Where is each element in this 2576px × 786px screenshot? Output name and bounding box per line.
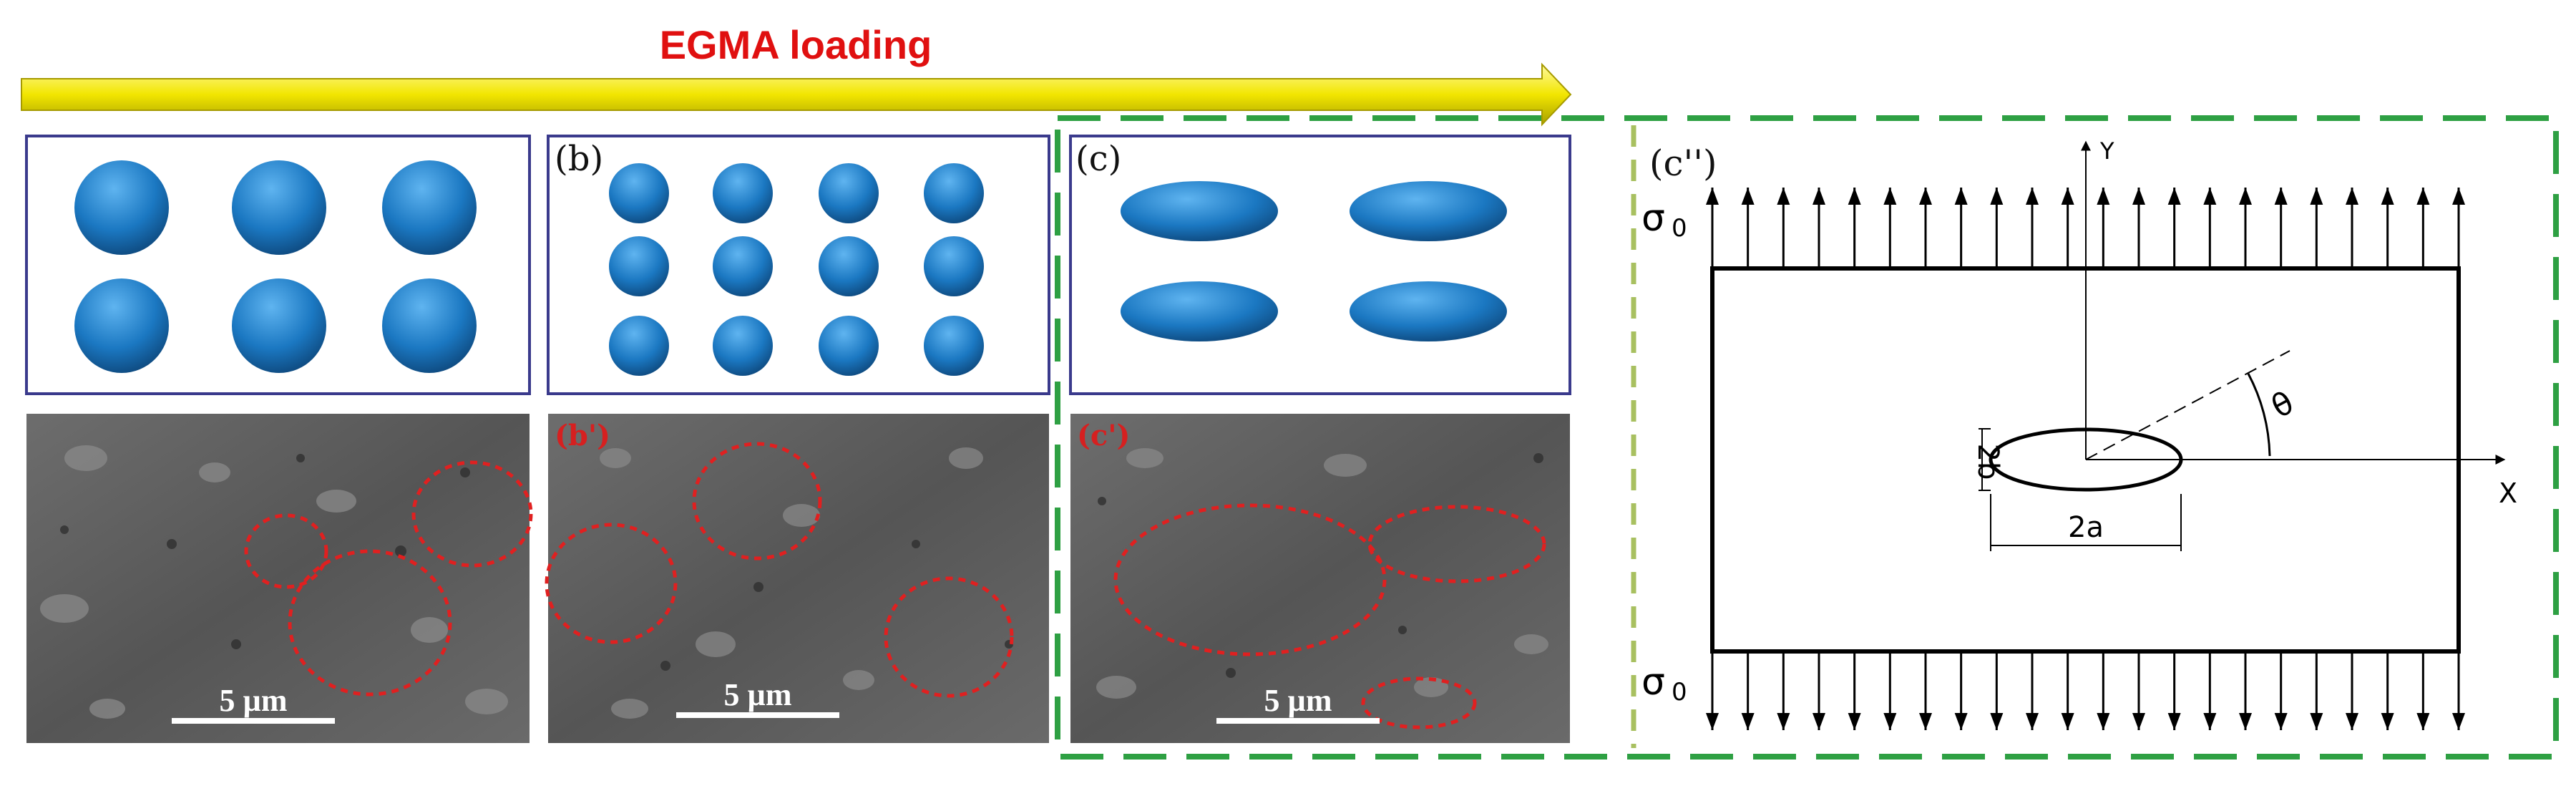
stress-arrow-down — [2310, 651, 2323, 730]
stress-arrow-down — [2381, 651, 2394, 730]
stress-arrow-down — [2452, 651, 2465, 730]
scale-bar-b-label: 5 µm — [723, 677, 791, 712]
stress-arrow-up — [1990, 188, 2004, 268]
y-axis-label: Y — [2099, 137, 2114, 165]
sigma-bottom-subscript: 0 — [1672, 678, 1687, 707]
stress-arrow-down — [2203, 651, 2217, 730]
panel-b-prime-label: (b') — [555, 419, 610, 452]
stress-arrow-up — [2167, 188, 2181, 268]
sem-image-c — [1070, 414, 1570, 743]
stress-arrow-up — [2061, 188, 2074, 268]
sem-a-circle-1 — [244, 513, 328, 589]
minor-axis-label: 2b — [1971, 444, 2004, 480]
scale-bar-a-label: 5 µm — [219, 683, 287, 718]
stress-arrow-down — [1741, 651, 1755, 730]
egma-loading-arrow — [21, 62, 1572, 127]
stress-arrow-up — [2310, 188, 2323, 268]
stress-arrow-up — [1848, 188, 1861, 268]
stress-arrow-up — [1954, 188, 1968, 268]
sigma-bottom: σ — [1641, 661, 1665, 704]
stress-diagram — [1706, 140, 2506, 730]
stress-arrow-up — [2132, 188, 2145, 268]
stress-arrow-down — [1848, 651, 1861, 730]
sem-b-circle-3 — [884, 576, 1014, 698]
scale-bar-b — [676, 712, 839, 718]
stress-arrow-down — [1706, 651, 1719, 730]
stress-arrow-up — [2239, 188, 2252, 268]
panel-b-label: (b) — [555, 139, 603, 179]
panel-c-prime-label: (c') — [1077, 419, 1130, 452]
stress-arrow-down — [2132, 651, 2145, 730]
stress-arrow-down — [2061, 651, 2074, 730]
stress-arrow-up — [2274, 188, 2288, 268]
stress-arrow-down — [2239, 651, 2252, 730]
stress-arrow-up — [2097, 188, 2110, 268]
stress-arrow-down — [1919, 651, 1932, 730]
stress-arrow-up — [1813, 188, 1825, 268]
stress-arrow-down — [2167, 651, 2181, 730]
panel-c-schematic — [1069, 135, 1571, 395]
scale-bar-c-label: 5 µm — [1264, 683, 1332, 718]
particles-large — [74, 160, 477, 373]
stress-arrow-up — [2452, 188, 2465, 268]
stress-arrow-up — [1777, 188, 1790, 268]
elliptical-inclusion — [1989, 427, 2183, 492]
sem-b-circle-1 — [692, 442, 822, 561]
sem-a-circle-3 — [411, 460, 533, 568]
stress-arrow-down — [1954, 651, 1968, 730]
sigma-top-subscript: 0 — [1672, 214, 1687, 243]
x-axis-label: X — [2499, 477, 2517, 509]
stress-arrow-down — [2416, 651, 2430, 730]
stress-arrow-down — [2097, 651, 2110, 730]
theta-dash-line — [2085, 350, 2290, 460]
stress-arrow-down — [1777, 651, 1790, 730]
stress-arrow-down — [2274, 651, 2288, 730]
stress-arrow-down — [2026, 651, 2039, 730]
stress-arrow-up — [1883, 188, 1897, 268]
stress-arrow-up — [2026, 188, 2039, 268]
stress-arrow-up — [1741, 188, 1755, 268]
scale-bar-c — [1216, 718, 1380, 724]
panel-c-double-prime-label: (c'') — [1649, 142, 1717, 184]
sem-c-circle-2 — [1367, 505, 1546, 583]
bottom-stress-arrows — [1706, 651, 2465, 730]
sem-image-a — [26, 414, 533, 743]
sem-c-circle-3 — [1361, 676, 1477, 729]
sem-a-circle-2 — [288, 549, 452, 697]
scale-bar-a — [172, 718, 335, 724]
theta-arc — [2247, 373, 2271, 457]
panel-c-label: (c) — [1075, 139, 1121, 179]
particles-elongated — [1121, 181, 1507, 341]
particles-small — [609, 163, 984, 376]
panel-b-schematic — [547, 135, 1050, 395]
top-stress-arrows — [1706, 188, 2465, 268]
stress-arrow-down — [1813, 651, 1825, 730]
stress-arrow-up — [2203, 188, 2217, 268]
major-axis-label: 2a — [2068, 511, 2104, 544]
stress-arrow-up — [1706, 188, 1719, 268]
stress-arrow-up — [1919, 188, 1932, 268]
arrow-label: EGMA loading — [660, 22, 932, 67]
stress-arrow-up — [2416, 188, 2430, 268]
sem-image-b — [545, 414, 1049, 743]
stress-arrow-down — [1883, 651, 1897, 730]
stress-arrow-down — [2346, 651, 2358, 730]
stress-arrow-down — [1990, 651, 2004, 730]
sem-c-circle-1 — [1113, 503, 1387, 656]
stress-arrow-up — [2346, 188, 2358, 268]
sigma-top: σ — [1641, 197, 1665, 240]
stress-arrow-up — [2381, 188, 2394, 268]
sem-b-circle-2 — [545, 523, 678, 644]
panel-a-schematic — [25, 135, 531, 395]
theta-label: θ — [2265, 384, 2300, 426]
